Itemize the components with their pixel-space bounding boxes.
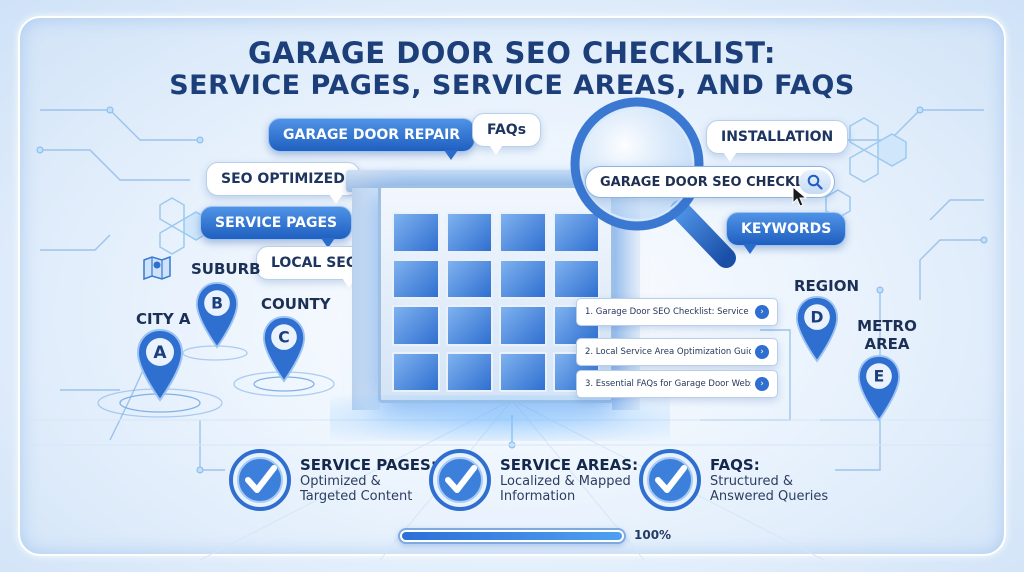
search-result-text: 2. Local Service Area Optimization Guide…: [585, 347, 751, 357]
pin-letter-b: B: [211, 295, 223, 313]
map-pin-icon[interactable]: A: [136, 328, 184, 406]
door-panel: [392, 305, 440, 346]
door-panel: [445, 305, 493, 346]
bubble-keywords: KEYWORDS: [726, 212, 847, 254]
door-panel: [392, 258, 440, 299]
checklist-desc-line2: Targeted Content: [300, 489, 413, 504]
location-label-city-a: CITY A: [136, 310, 191, 328]
map-pin-icon[interactable]: E: [857, 353, 901, 427]
checklist-desc-line2: Answered Queries: [710, 489, 829, 504]
checklist-desc-line1: Localized & Mapped: [500, 474, 631, 489]
map-pin-icon[interactable]: B: [195, 280, 239, 354]
map-pin-icon[interactable]: C: [262, 314, 306, 388]
door-panel: [499, 258, 547, 299]
checklist-title: SERVICE AREAS:: [500, 456, 639, 474]
chevron-right-icon: ›: [755, 377, 769, 391]
checklist-title: SERVICE PAGES:: [300, 456, 437, 474]
door-panel: [392, 351, 440, 392]
bubble-installation: INSTALLATION: [706, 120, 849, 162]
pin-letter-c: C: [278, 329, 289, 347]
door-panel: [499, 305, 547, 346]
search-result-2[interactable]: 2. Local Service Area Optimization Guide…: [576, 338, 778, 366]
checklist-item-faqs: FAQS: Structured & Answered Queries: [638, 448, 828, 512]
progress-label: 100%: [634, 528, 672, 542]
garage-door-frame-left: [352, 188, 380, 410]
pin-letter-e: E: [874, 368, 885, 386]
search-result-text: 1. Garage Door SEO Checklist: Service Pa…: [585, 307, 751, 317]
bubble-seo-optimized: SEO OPTIMIZED: [206, 162, 360, 204]
cursor-icon: [792, 186, 808, 207]
door-panel: [445, 351, 493, 392]
bubble-garage-door-repair: GARAGE DOOR REPAIR: [268, 118, 476, 160]
location-label-county: COUNTY: [261, 295, 331, 313]
location-label-region: REGION: [794, 277, 859, 295]
checklist-desc-line2: Information: [500, 489, 576, 504]
search-result-1[interactable]: 1. Garage Door SEO Checklist: Service Pa…: [576, 298, 778, 326]
checklist-item-service-pages: SERVICE PAGES: Optimized & Targeted Cont…: [228, 448, 437, 512]
checklist-title: FAQS:: [710, 456, 760, 474]
pin-letter-d: D: [811, 309, 824, 327]
door-panel: [499, 212, 547, 253]
checklist-desc-line1: Structured &: [710, 474, 793, 489]
chevron-right-icon: ›: [755, 345, 769, 359]
location-label-suburb: SUBURB: [191, 260, 261, 278]
search-icon: [807, 174, 823, 190]
location-label-metro-area: METRO AREA: [857, 317, 917, 353]
page-title-line2: SERVICE PAGES, SERVICE AREAS, AND FAQS: [169, 70, 855, 101]
search-result-text: 3. Essential FAQs for Garage Door Websit…: [585, 379, 751, 389]
checklist-item-service-areas: SERVICE AREAS: Localized & Mapped Inform…: [428, 448, 638, 512]
map-icon: [143, 255, 171, 280]
map-pin-icon[interactable]: D: [795, 294, 839, 368]
frame-border: [18, 16, 1006, 556]
progress-bar: [398, 528, 626, 544]
checklist-desc-line1: Optimized &: [300, 474, 381, 489]
door-floor-glow: [330, 395, 670, 441]
check-icon: [639, 449, 701, 511]
door-panel: [445, 258, 493, 299]
search-button[interactable]: [799, 170, 831, 194]
bubble-faqs: FAQs: [472, 113, 542, 155]
door-panel: [392, 212, 440, 253]
door-panel: [499, 351, 547, 392]
bubble-service-pages: SERVICE PAGES: [200, 206, 353, 248]
progress-fill: [402, 532, 622, 540]
door-panel: [445, 212, 493, 253]
door-panel: [552, 258, 600, 299]
check-icon: [229, 449, 291, 511]
pin-letter-a: A: [153, 343, 167, 363]
chevron-right-icon: ›: [755, 305, 769, 319]
page-title-line1: GARAGE DOOR SEO CHECKLIST:: [247, 36, 777, 70]
search-result-3[interactable]: 3. Essential FAQs for Garage Door Websit…: [576, 370, 778, 398]
search-input[interactable]: GARAGE DOOR SEO CHECKLIST: [600, 174, 827, 190]
door-panel: [552, 212, 600, 253]
check-icon: [429, 449, 491, 511]
